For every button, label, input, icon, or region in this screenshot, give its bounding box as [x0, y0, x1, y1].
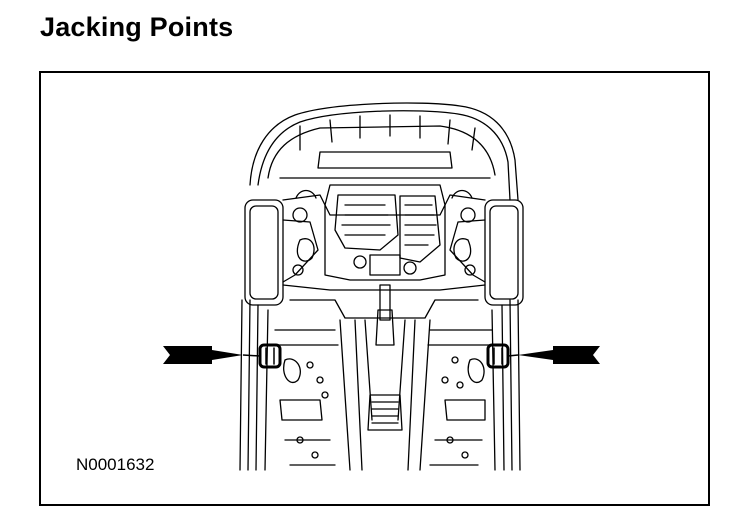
- front-subframe: [282, 189, 486, 319]
- left-front-wheel: [244, 199, 284, 306]
- figure-id-label: N0001632: [76, 455, 155, 474]
- engine-assembly: [324, 184, 446, 321]
- right-floor-pan: [427, 329, 493, 466]
- left-jacking-point: [258, 343, 282, 369]
- right-jacking-point: [486, 343, 510, 369]
- floor-tunnel: [339, 309, 431, 471]
- body-side-rails: [239, 299, 521, 471]
- arrow-right-icon: [163, 346, 243, 364]
- page-title: Jacking Points: [40, 12, 234, 42]
- figure-frame: [39, 71, 710, 506]
- arrow-left-icon: [518, 346, 600, 364]
- left-floor-pan: [274, 329, 339, 466]
- front-bumper: [249, 102, 519, 201]
- right-front-wheel: [484, 199, 524, 306]
